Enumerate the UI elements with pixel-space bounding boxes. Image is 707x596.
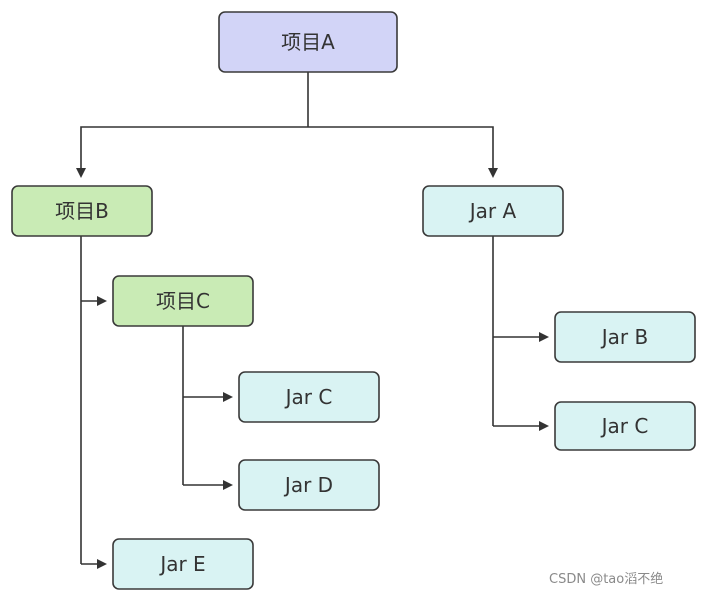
node-project-b: 项目B: [11, 185, 153, 237]
node-jar-e-label: Jar E: [158, 552, 205, 576]
node-jar-c-right-box: [554, 401, 696, 451]
node-project-b-box: [11, 185, 153, 237]
edge-project-a-to-jar-a: [308, 126, 498, 178]
node-jar-b-box: [554, 311, 696, 363]
node-project-c-label: 项目C: [156, 289, 210, 313]
node-jar-d-label: Jar D: [283, 473, 333, 497]
node-project-b-label: 项目B: [55, 199, 109, 223]
node-jar-d: Jar D: [238, 459, 380, 511]
node-project-a-box: [218, 11, 398, 73]
node-jar-b-label: Jar B: [600, 325, 648, 349]
node-project-c-box: [112, 275, 254, 327]
watermark: CSDN @tao滔不绝: [549, 572, 664, 587]
node-jar-b: Jar B: [554, 311, 696, 363]
node-jar-c-right-label: Jar C: [600, 414, 649, 438]
node-jar-a: Jar A: [422, 185, 564, 237]
node-jar-c-left: Jar C: [238, 371, 380, 423]
node-project-c: 项目C: [112, 275, 254, 327]
node-jar-d-box: [238, 459, 380, 511]
node-jar-c-left-box: [238, 371, 380, 423]
node-jar-e-box: [112, 538, 254, 590]
node-jar-a-box: [422, 185, 564, 237]
node-jar-e: Jar E: [112, 538, 254, 590]
connectors: [76, 72, 549, 569]
node-project-a-label: 项目A: [281, 30, 335, 54]
edge-project-a-to-project-b: [76, 126, 308, 178]
node-jar-a-label: Jar A: [468, 199, 517, 223]
node-project-a: 项目A: [218, 11, 398, 73]
node-jar-c-left-label: Jar C: [284, 385, 333, 409]
node-jar-c-right: Jar C: [554, 401, 696, 451]
